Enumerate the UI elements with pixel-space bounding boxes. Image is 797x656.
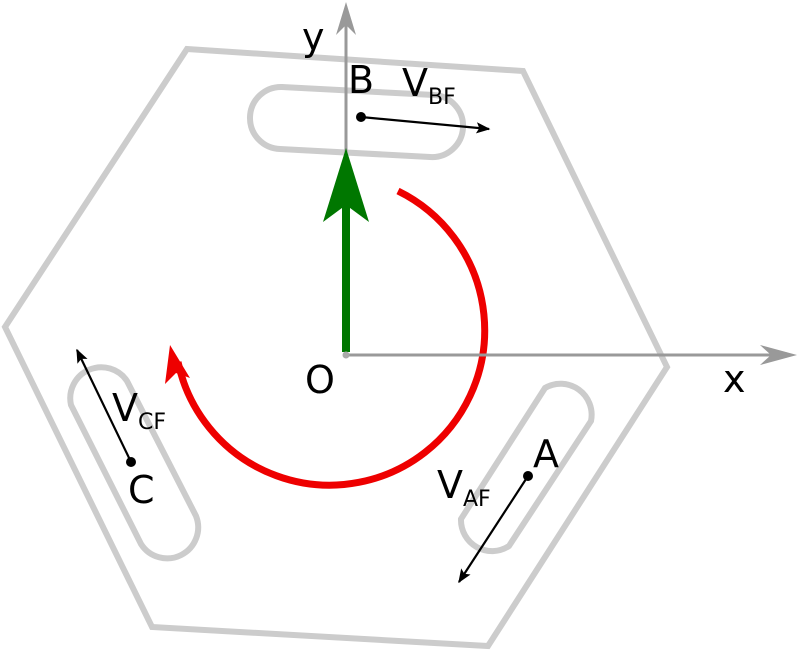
up-arrow-head xyxy=(323,148,369,222)
point-b-label: B xyxy=(348,58,374,102)
vbf-label: VBF xyxy=(402,61,456,110)
hexagon-plate xyxy=(1,45,671,650)
vcf-label-sub: CF xyxy=(138,410,166,435)
vector-vaf xyxy=(458,475,529,584)
point-a-label: A xyxy=(533,432,559,476)
vector-vbf xyxy=(360,115,491,134)
vector-vcf xyxy=(76,348,132,463)
slot-c xyxy=(67,364,202,562)
point-b-dot xyxy=(356,112,366,122)
vaf-label-main: V xyxy=(437,463,463,507)
slot-a xyxy=(457,380,595,555)
rotation-arc xyxy=(174,187,489,489)
vcf-label-main: V xyxy=(112,386,138,430)
point-a-dot xyxy=(523,471,533,481)
x-axis-label: x xyxy=(723,357,746,401)
vbf-label-main: V xyxy=(402,61,428,105)
y-axis-arrowhead xyxy=(336,2,356,35)
point-c-dot xyxy=(126,457,136,467)
origin-point xyxy=(342,351,350,359)
point-c-label: C xyxy=(128,468,155,512)
vaf-label: VAF xyxy=(437,463,491,512)
vaf-label-sub: AF xyxy=(463,487,491,512)
slot-b xyxy=(247,83,466,161)
y-axis-label: y xyxy=(302,15,325,59)
vcf-label: VCF xyxy=(112,386,166,435)
vbf-label-sub: BF xyxy=(428,85,456,110)
x-axis-arrowhead xyxy=(760,345,797,365)
rotation-arrowhead xyxy=(165,345,190,384)
origin-label: O xyxy=(305,358,335,402)
